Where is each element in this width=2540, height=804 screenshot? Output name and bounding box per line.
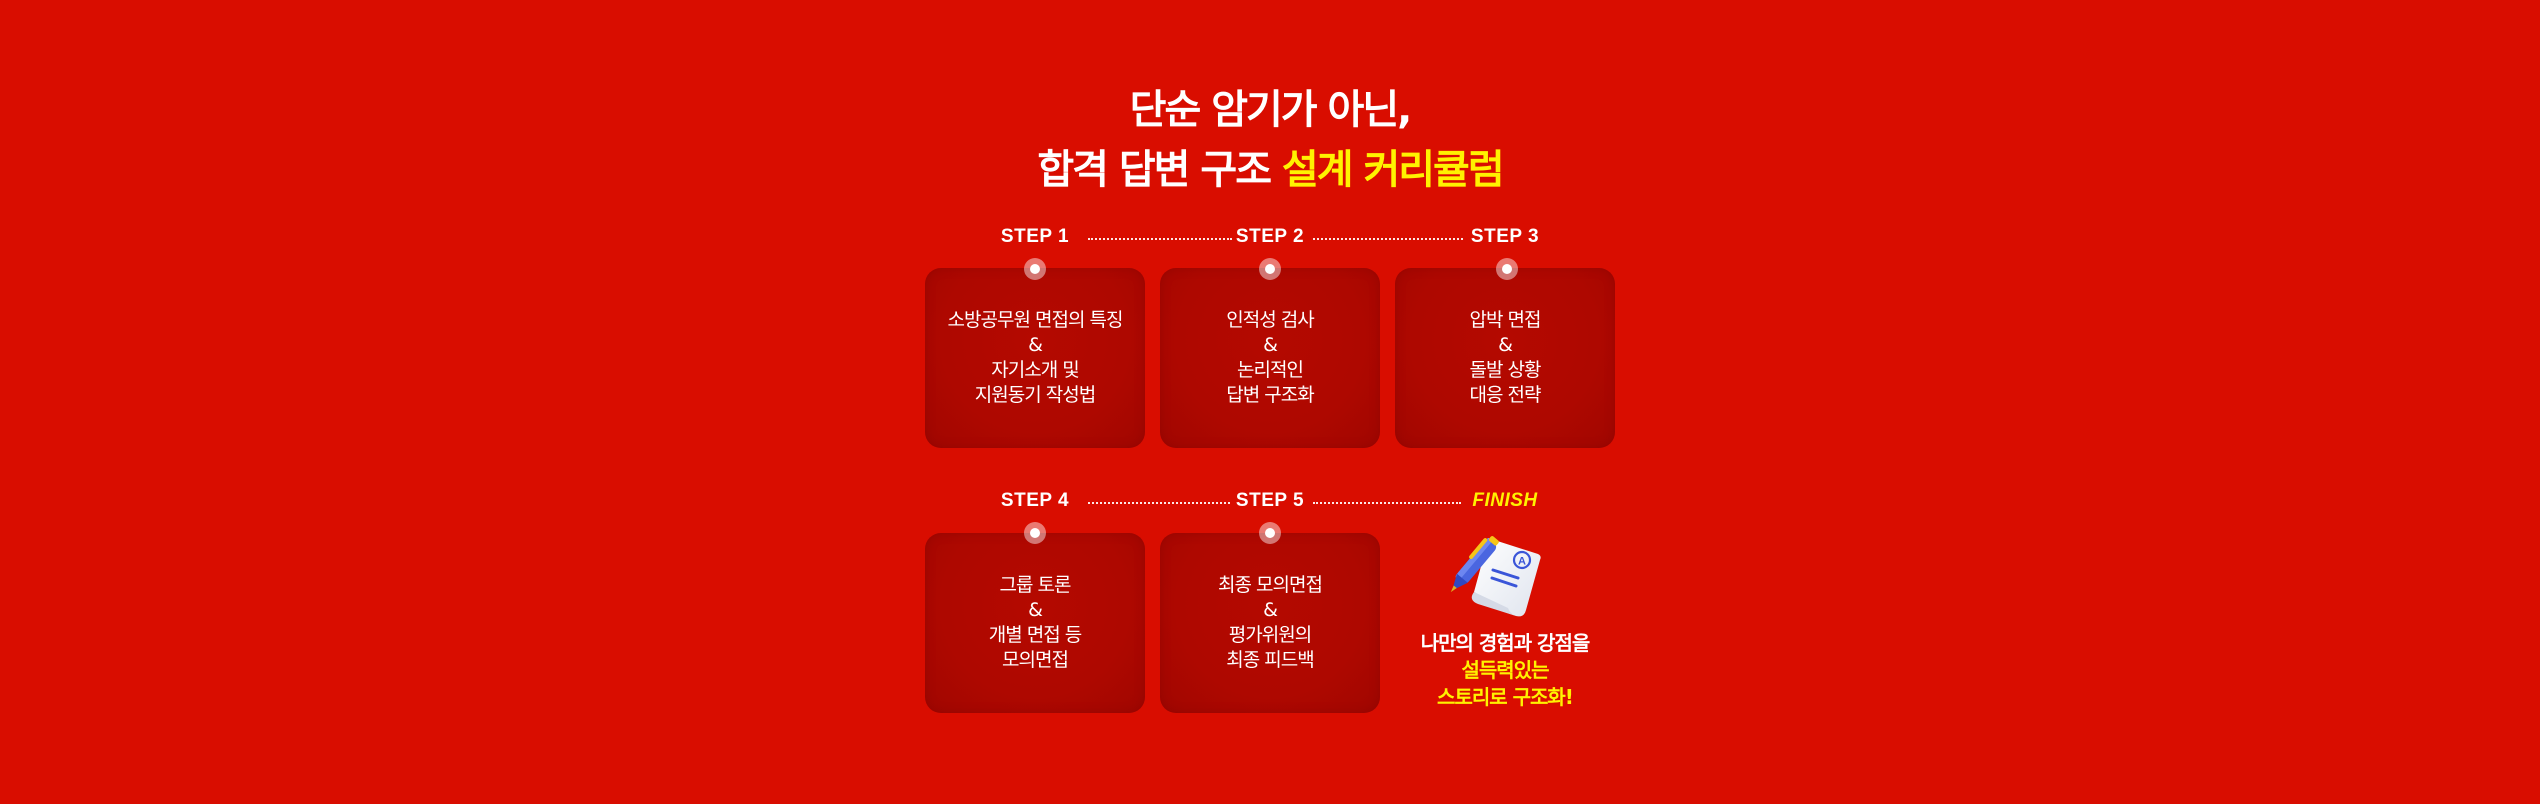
step-connector-4-5 (1088, 502, 1230, 504)
step-connector-1-2 (1088, 238, 1232, 240)
step-2-text: 인적성 검사 & 논리적인 답변 구조화 (1226, 309, 1314, 406)
step-connector-5-finish (1313, 502, 1461, 504)
headline: 단순 암기가 아닌, 합격 답변 구조 설계 커리큘럼 (0, 80, 2540, 200)
step-3-text: 압박 면접 & 돌발 상황 대응 전략 (1469, 309, 1542, 406)
step-1-pin-icon (1024, 258, 1046, 280)
finish-label: FINISH (1472, 490, 1538, 511)
step-1-label: STEP 1 (1000, 226, 1070, 247)
step-5-card: 최종 모의면접 & 평가위원의 최종 피드백 (1160, 533, 1380, 713)
step-5-text: 최종 모의면접 & 평가위원의 최종 피드백 (1218, 574, 1323, 671)
finish-message-line-2: 설득력있는 (1461, 658, 1550, 682)
step-2-label: STEP 2 (1235, 226, 1305, 247)
headline-line-1: 단순 암기가 아닌, (1129, 87, 1413, 133)
step-2-card: 인적성 검사 & 논리적인 답변 구조화 (1160, 268, 1380, 448)
step-4-text: 그룹 토론 & 개별 면접 등 모의면접 (988, 574, 1082, 671)
finish-message: 나만의 경험과 강점을 설득력있는 스토리로 구조화! (1395, 630, 1615, 711)
step-1-text: 소방공무원 면접의 특징 & 자기소개 및 지원동기 작성법 (947, 309, 1124, 406)
step-4-label: STEP 4 (1000, 490, 1070, 511)
finish-message-line-3: 스토리로 구조화! (1437, 685, 1574, 709)
step-3-pin-icon (1496, 258, 1518, 280)
step-4-card: 그룹 토론 & 개별 면접 등 모의면접 (925, 533, 1145, 713)
headline-line-2: 합격 답변 구조 설계 커리큘럼 (0, 140, 2540, 200)
step-2-pin-icon (1259, 258, 1281, 280)
step-4-pin-icon (1024, 522, 1046, 544)
step-5-pin-icon (1259, 522, 1281, 544)
headline-line-2-highlight: 설계 커리큘럼 (1281, 147, 1505, 193)
step-3-label: STEP 3 (1470, 226, 1540, 247)
headline-line-2-white: 합격 답변 구조 (1037, 147, 1282, 193)
finish-message-line-1: 나만의 경험과 강점을 (1420, 631, 1591, 655)
svg-text:A: A (1518, 556, 1526, 568)
step-3-card: 압박 면접 & 돌발 상황 대응 전략 (1395, 268, 1615, 448)
step-connector-2-3 (1313, 238, 1463, 240)
step-1-card: 소방공무원 면접의 특징 & 자기소개 및 지원동기 작성법 (925, 268, 1145, 448)
pen-and-graded-paper-icon: A (1450, 536, 1541, 617)
step-5-label: STEP 5 (1235, 490, 1305, 511)
